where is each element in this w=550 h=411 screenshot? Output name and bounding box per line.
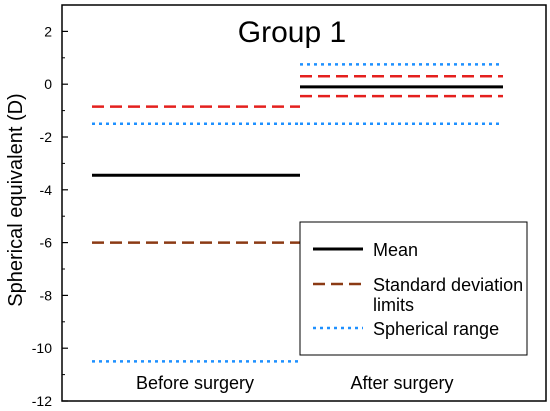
legend-mean-label: Mean: [373, 240, 418, 260]
legend-sd-label-line1: Standard deviation: [373, 275, 523, 295]
y-tick-label: 2: [44, 23, 52, 39]
y-axis-ticks: 2 0 -2 -4 -6 -8 -10 -12: [32, 23, 68, 409]
legend-sd-label-line2: limits: [373, 295, 414, 315]
y-tick-label: -10: [32, 340, 52, 356]
series-marks: [92, 63, 503, 363]
y-axis-label: Spherical equivalent (D): [5, 93, 27, 306]
legend-box: [299, 221, 528, 356]
plot-frame: [61, 4, 547, 402]
legend-range-label: Spherical range: [373, 319, 499, 339]
y-tick-label: 0: [44, 76, 52, 92]
x-category-before-label: Before surgery: [136, 373, 254, 393]
y-tick-label: -12: [32, 393, 52, 409]
chart-title: Group 1: [238, 16, 346, 49]
legend: Mean Standard deviation limits Spherical…: [299, 221, 528, 356]
y-tick-label: -6: [40, 235, 53, 251]
y-tick-label: -2: [40, 129, 53, 145]
y-tick-label: -4: [40, 182, 53, 198]
y-tick-label: -8: [40, 287, 53, 303]
x-category-after-label: After surgery: [350, 373, 453, 393]
